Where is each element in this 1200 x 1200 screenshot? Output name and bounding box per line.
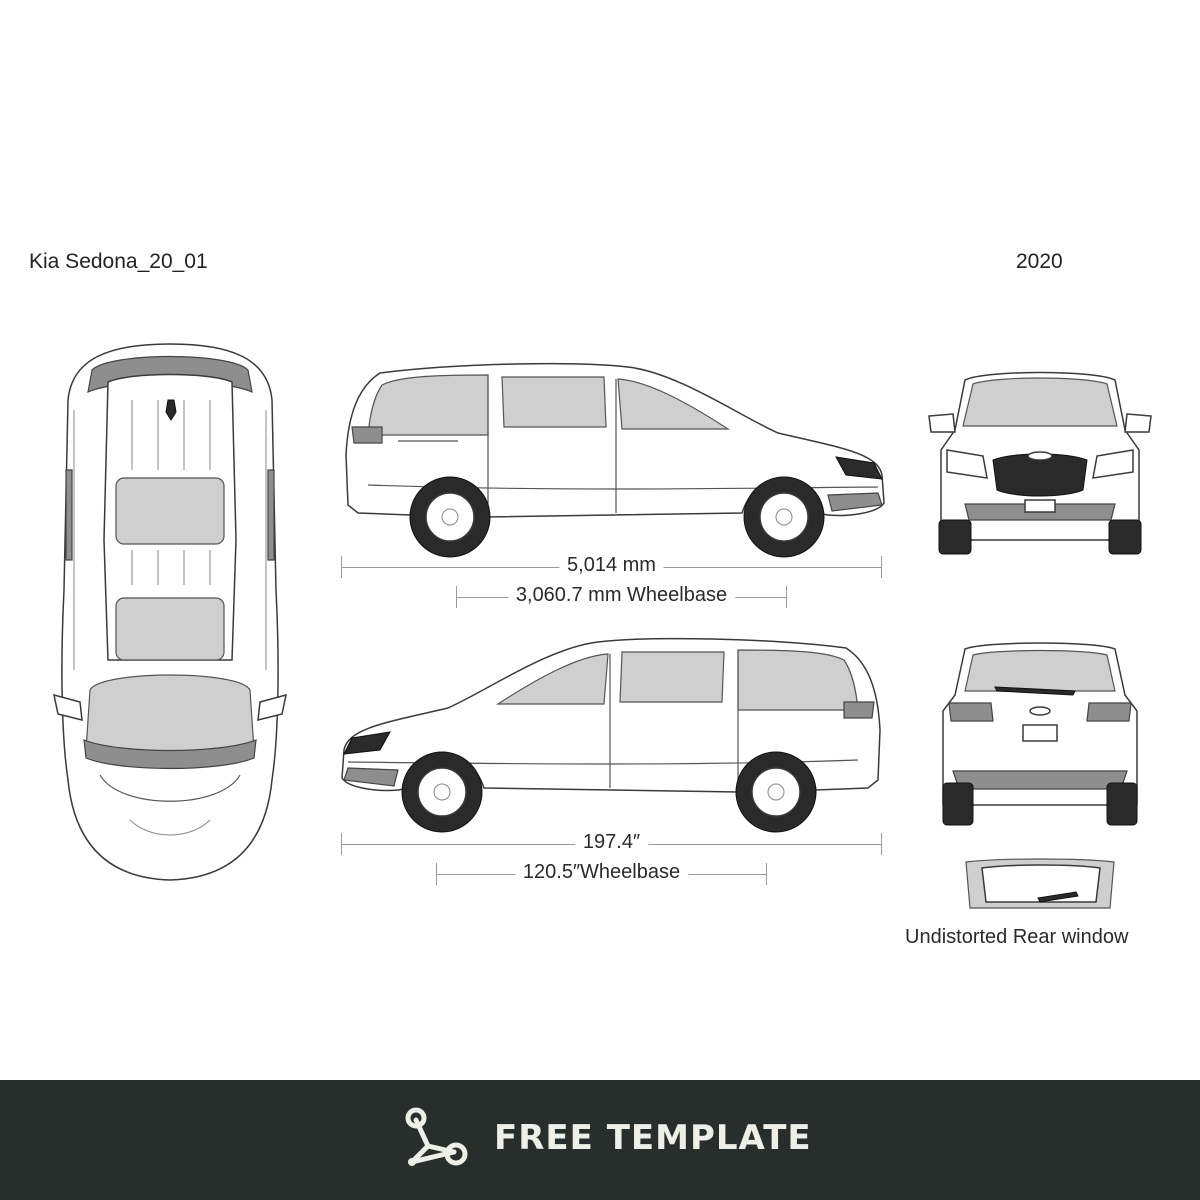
side-view-right-drawing [345, 362, 885, 558]
overall-length-dimension-metric: 5,014 mm [341, 548, 882, 588]
model-year: 2020 [1016, 250, 1063, 273]
overall-length-dimension-imperial: 197.4″ [341, 825, 882, 865]
rear-view-drawing [942, 642, 1138, 826]
rear-window-drawing [965, 858, 1115, 909]
rear-window-caption: Undistorted Rear window [905, 926, 1129, 948]
wheelbase-label-imperial: 120.5″Wheelbase [514, 861, 689, 884]
free-template-label: FREE TEMPLATE [494, 1118, 812, 1158]
side-view-left-drawing [341, 637, 881, 833]
front-view-drawing [928, 371, 1152, 555]
wheelbase-dimension-metric: 3,060.7 mm Wheelbase [456, 578, 787, 618]
model-title: Kia Sedona_20_01 [29, 250, 208, 273]
molecule-nodes-icon [405, 1107, 468, 1166]
footer-banner: FREE TEMPLATE [0, 1080, 1200, 1200]
wheelbase-label-metric: 3,060.7 mm Wheelbase [507, 584, 736, 607]
wheelbase-dimension-imperial: 120.5″Wheelbase [436, 855, 767, 895]
overall-length-label-metric: 5,014 mm [559, 554, 664, 577]
top-view-drawing [53, 343, 287, 881]
overall-length-label-imperial: 197.4″ [574, 831, 649, 854]
